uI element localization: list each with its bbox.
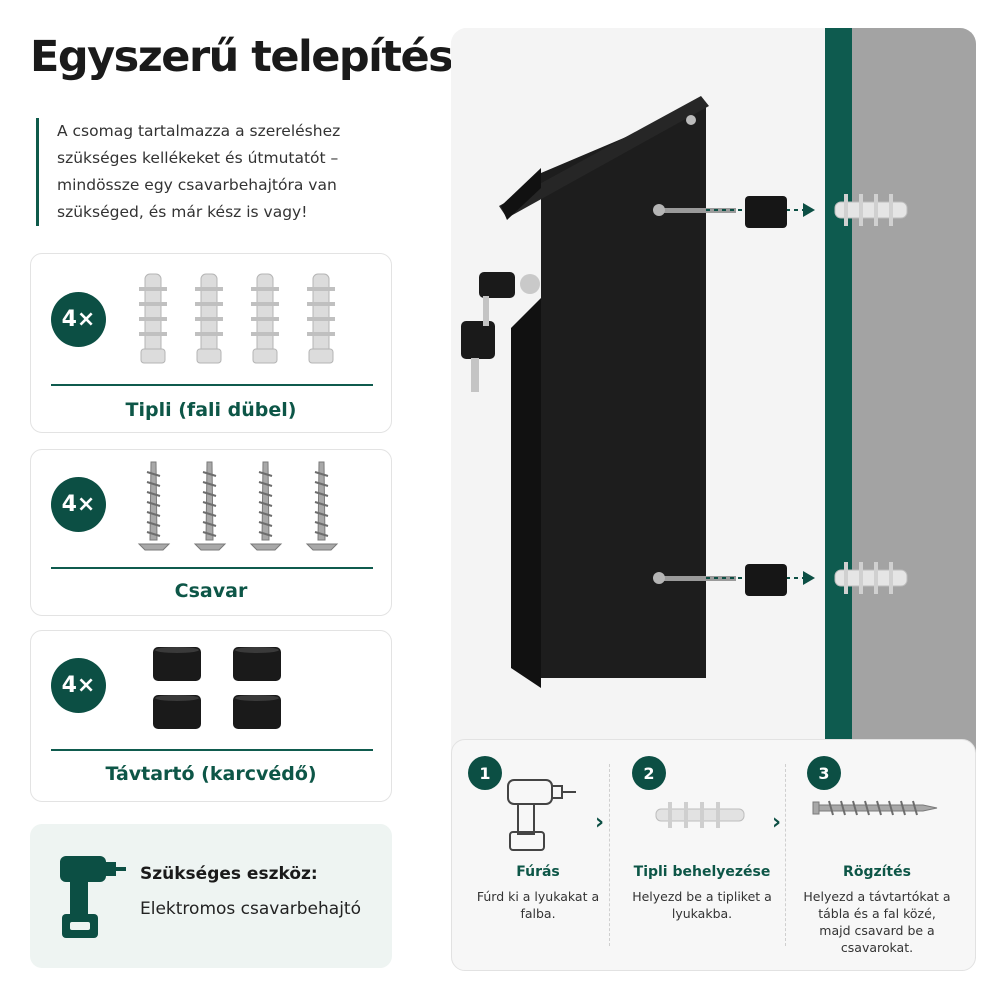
- step-text: Fúrd ki a lyukakat a falba.: [476, 889, 600, 921]
- count-badge: 4×: [51, 477, 106, 532]
- step-title: Rögzítés: [843, 864, 911, 880]
- count-badge: 4×: [51, 658, 106, 713]
- wall-plug-card: 4× Tipli (fali dübel): [30, 253, 392, 433]
- step-number: 1: [468, 756, 502, 790]
- installation-steps: 1 Fúrás Fúrd ki a lyukakat a falba. › 2 …: [451, 739, 976, 971]
- wall-plug-icon: [307, 273, 335, 364]
- key-icon: [461, 272, 540, 392]
- mailbox: [499, 96, 709, 688]
- screw-card: 4× Csavar: [30, 449, 392, 616]
- step-number: 3: [807, 756, 841, 790]
- count-badge: 4×: [51, 292, 106, 347]
- spacer-icon: [233, 695, 281, 729]
- required-tool-card: Szükséges eszköz: Elektromos csavarbehaj…: [30, 824, 392, 968]
- spacer-icon: [233, 647, 281, 681]
- card-label: Távtartó (karcvédő): [105, 763, 317, 785]
- step-number: 2: [632, 756, 666, 790]
- screw-icon: [137, 461, 171, 551]
- wall-plug-icon: [655, 802, 745, 828]
- tool-name: Elektromos csavarbehajtó: [140, 899, 361, 919]
- step-3: 3 Rögzítés Helyezd a távtartókat a tábla…: [797, 740, 957, 972]
- intro-text: A csomag tartalmazza a szereléshez szüks…: [36, 118, 396, 226]
- step-title: Fúrás: [516, 864, 560, 880]
- drill-icon: [60, 856, 126, 938]
- step-text: Helyezd a távtartókat a tábla és a fal k…: [803, 889, 951, 955]
- card-divider: [51, 384, 373, 386]
- screw-items: [137, 461, 339, 551]
- screw-icon: [305, 461, 339, 551]
- step-title: Tipli behelyezése: [633, 864, 771, 880]
- spacer-icon: [153, 647, 201, 681]
- step-separator: [785, 764, 786, 946]
- screw-icon: [812, 800, 938, 816]
- page-title: Egyszerű telepítés: [30, 32, 454, 82]
- card-label: Csavar: [174, 580, 248, 602]
- spacer-card: 4× Távtartó (karcvédő): [30, 630, 392, 802]
- lower-fixing: [653, 562, 908, 596]
- tool-title: Szükséges eszköz:: [140, 864, 318, 884]
- chevron-right-icon: ›: [595, 810, 605, 835]
- chevron-right-icon: ›: [772, 810, 782, 835]
- card-label: Tipli (fali dübel): [125, 399, 297, 421]
- step-2: 2 Tipli behelyezése Helyezd be a tiplike…: [622, 740, 782, 972]
- screw-icon: [193, 461, 227, 551]
- card-divider: [51, 749, 373, 751]
- card-divider: [51, 567, 373, 569]
- wall-plug-icon: [251, 273, 279, 364]
- wall-plug-icon: [139, 273, 167, 364]
- step-1: 1 Fúrás Fúrd ki a lyukakat a falba.: [458, 740, 618, 972]
- upper-fixing: [653, 194, 908, 228]
- step-text: Helyezd be a tipliket a lyukakba.: [632, 889, 772, 921]
- wall-plug-items: [139, 273, 335, 364]
- wall-plug-icon: [195, 273, 223, 364]
- spacer-items: [153, 647, 281, 729]
- drill-icon: [507, 779, 576, 851]
- step-separator: [609, 764, 610, 946]
- spacer-icon: [153, 695, 201, 729]
- screw-icon: [249, 461, 283, 551]
